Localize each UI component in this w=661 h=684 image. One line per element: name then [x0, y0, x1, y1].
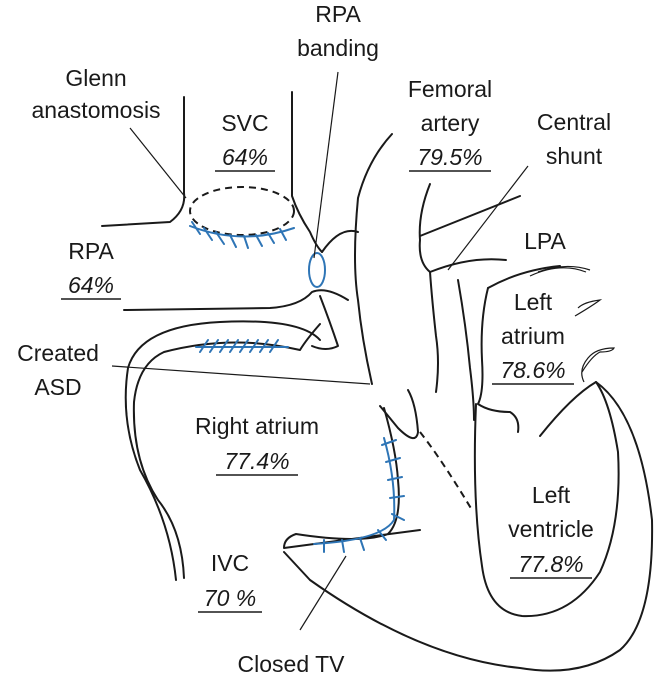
glenn-label-2: anastomosis	[31, 97, 160, 123]
glenn-ellipse	[189, 186, 295, 236]
aorta-left-wall	[354, 133, 393, 385]
rpa-label: RPA	[68, 238, 114, 264]
tv-suture-line	[313, 437, 396, 545]
rpa-banding-leader	[313, 71, 339, 259]
left-ventricle-value: 77.8%	[518, 551, 583, 577]
aorta-inner-curve	[418, 183, 431, 273]
left-ventricle-label-1: Left	[532, 482, 571, 508]
tv-suture-ticks	[323, 439, 405, 553]
femoral-label-1: Femoral	[408, 76, 492, 102]
aortic-arch-lower	[429, 258, 507, 273]
ra-free-wall-inner	[132, 323, 321, 579]
glenn-label-1: Glenn	[65, 65, 126, 91]
left-atrium-wall	[477, 287, 520, 433]
mpa-right-wall	[457, 279, 475, 421]
central-shunt-label-2: shunt	[546, 143, 603, 169]
central-shunt-label-1: Central	[537, 109, 611, 135]
svc-right-wall	[291, 91, 323, 253]
femoral-label-2: artery	[421, 110, 480, 136]
ra-roof	[311, 295, 339, 350]
anatomy-outlines	[101, 91, 654, 672]
sutures	[189, 221, 405, 553]
right-atrium-label: Right atrium	[195, 413, 319, 439]
rpa-banding-label-2: banding	[297, 35, 379, 61]
rpa-lower-wall	[123, 289, 349, 311]
lpa-vessel-c	[581, 347, 615, 383]
atrial-septum	[379, 389, 419, 439]
rpa-upper-wall	[321, 230, 359, 253]
created-asd-label-1: Created	[17, 340, 99, 366]
central-shunt-leader	[447, 165, 529, 271]
ra-septal-wall	[283, 407, 421, 549]
rpa-band	[308, 252, 326, 288]
right-atrium-value: 77.4%	[224, 448, 289, 474]
glenn-suture-line	[189, 225, 295, 238]
left-ventricle-inner	[473, 381, 620, 618]
leader-lines	[111, 71, 529, 631]
created-asd-label-2: ASD	[34, 374, 81, 400]
aortic-arch-upper	[419, 195, 521, 237]
glenn-suture-ticks	[191, 221, 287, 249]
dashed-structures	[189, 186, 473, 511]
lpa-lower-wall	[487, 265, 561, 289]
closed-tv-label: Closed TV	[238, 651, 346, 677]
left-atrium-label-2: atrium	[501, 323, 565, 349]
ivc-label: IVC	[211, 550, 249, 576]
rpa-value: 64%	[68, 272, 114, 298]
svc-left-wall	[101, 96, 186, 227]
lpa-vessel-a	[529, 265, 591, 277]
closed-tv-leader	[299, 555, 347, 631]
rpa-banding-label-1: RPA	[315, 1, 361, 27]
lpa-vessel-b	[574, 299, 603, 317]
left-atrium-value: 78.6%	[500, 357, 565, 383]
aorta-right-wall	[429, 271, 439, 393]
left-ventricle-outer	[283, 381, 654, 672]
septum-dashed	[419, 431, 473, 511]
ivc-value: 70 %	[204, 585, 256, 611]
ra-free-wall-outer	[124, 320, 321, 581]
left-atrium-label-1: Left	[514, 289, 553, 315]
svc-value: 64%	[222, 144, 268, 170]
svc-label: SVC	[221, 110, 268, 136]
left-ventricle-label-2: ventricle	[508, 516, 594, 542]
created-asd-leader	[111, 365, 371, 385]
text-labels: RPA banding Glenn anastomosis SVC 64% Fe…	[17, 1, 611, 677]
glenn-leader	[129, 127, 187, 199]
femoral-value: 79.5%	[417, 144, 482, 170]
lpa-label: LPA	[524, 228, 566, 254]
asd-suture-ticks	[199, 339, 279, 353]
